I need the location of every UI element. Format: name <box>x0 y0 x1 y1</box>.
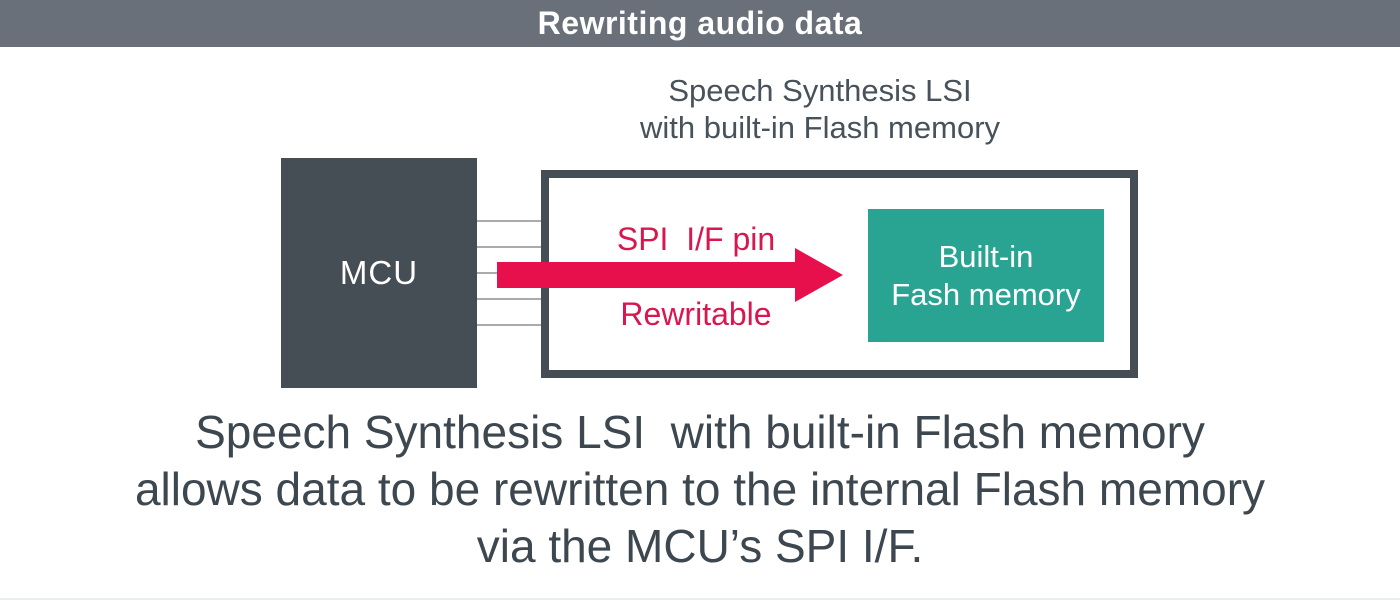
lsi-box-label-line1: Speech Synthesis LSI <box>668 73 972 108</box>
mcu-label: MCU <box>339 254 419 291</box>
pin-line <box>477 298 549 300</box>
header-bar: Rewriting audio data <box>0 0 1400 47</box>
pin-line <box>477 246 549 248</box>
caption-line1: Speech Synthesis LSI with built-in Flash… <box>195 406 1205 458</box>
rewritable-label: Rewritable <box>620 296 772 332</box>
flash-box-label-line1: Built-in <box>938 238 1034 274</box>
built-in-flash-memory-box: Built-in Fash memory <box>868 209 1104 342</box>
spi-if-pin-label: SPI I/F pin <box>616 221 776 257</box>
pin-line <box>477 324 549 326</box>
caption-line3: via the MCU’s SPI I/F. <box>476 520 924 572</box>
lsi-box-label-line2: with built-in Flash memory <box>639 110 1001 145</box>
flash-box-label-line2: Fash memory <box>891 276 1081 312</box>
lsi-box-label: Speech Synthesis LSI with built-in Flash… <box>540 72 1100 146</box>
mcu-block: MCU <box>281 158 477 388</box>
caption: Speech Synthesis LSI with built-in Flash… <box>0 404 1400 575</box>
pin-line <box>477 220 549 222</box>
spi-arrow-shaft <box>497 262 796 288</box>
caption-line2: allows data to be rewritten to the inter… <box>134 463 1266 515</box>
right-arrow-icon <box>795 248 843 302</box>
page-title: Rewriting audio data <box>537 5 863 41</box>
